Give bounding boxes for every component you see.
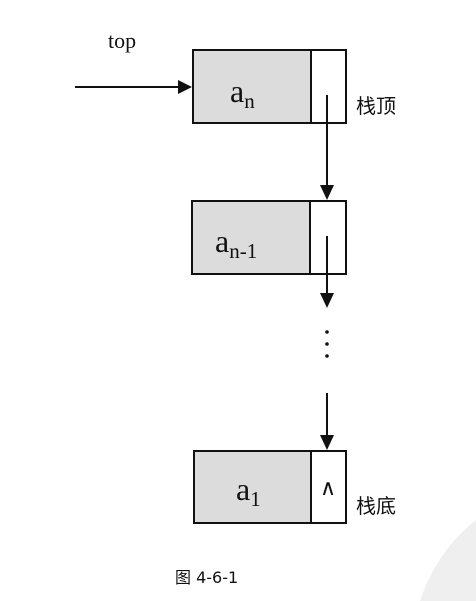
corner-shade xyxy=(420,520,476,601)
node-an-1: an-1 xyxy=(191,200,347,275)
figure-caption: 图 4-6-1 xyxy=(175,568,238,587)
next-arrow-2-head xyxy=(320,293,334,308)
node-an-next-field xyxy=(310,49,347,124)
stack-top-label: 栈顶 xyxy=(356,94,396,118)
stack-bottom-label: 栈底 xyxy=(356,494,396,518)
top-pointer-label: top xyxy=(108,28,136,53)
node-a1: a1 ∧ xyxy=(193,450,347,524)
node-an-1-data-field xyxy=(191,200,311,275)
next-arrow-1-head xyxy=(320,185,334,200)
node-an: an xyxy=(192,49,347,124)
node-an-1-label: an-1 xyxy=(215,223,257,263)
next-arrow-3-head xyxy=(320,435,334,450)
null-pointer-symbol: ∧ xyxy=(320,476,336,501)
ellipsis-dot-3 xyxy=(325,354,329,358)
ellipsis-dot-1 xyxy=(325,330,329,334)
top-pointer-arrow-head xyxy=(178,80,192,94)
node-a1-label: a1 xyxy=(236,471,261,511)
ellipsis-dot-2 xyxy=(325,342,329,346)
node-an-label: an xyxy=(230,73,255,113)
node-a1-next-field xyxy=(310,450,347,524)
